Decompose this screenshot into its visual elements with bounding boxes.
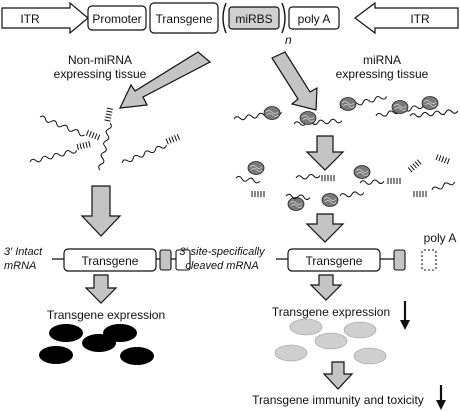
right-diagonal-arrow <box>271 51 318 111</box>
intact-mrna-cluster <box>29 107 180 171</box>
promoter-label: Promoter <box>92 12 141 26</box>
left-mrna-label-2: mRNA <box>4 260 36 272</box>
right-mirbs-site <box>393 249 406 271</box>
itr-right-arrow <box>354 1 459 35</box>
promoter-box <box>87 5 147 31</box>
right-polya-cleaved <box>421 249 437 271</box>
mirbs-label: miRBS <box>235 12 272 26</box>
right-down-arrow-1 <box>305 135 345 171</box>
left-mrna-label-1: 3′ Intact <box>4 246 43 258</box>
right-mrna-transgene-label: Transgene <box>306 254 363 268</box>
transgene-label: Transgene <box>156 12 213 26</box>
polya-label: poly A <box>298 12 331 26</box>
vector-construct: ITR Promoter Transgene miRBS n poly A IT… <box>1 1 459 47</box>
itr-left-arrow <box>1 1 89 35</box>
left-mrna-transgene-box <box>63 248 157 272</box>
right-mrna-transgene-box <box>287 248 381 272</box>
right-down-arrow-4 <box>322 361 354 390</box>
left-polya-site <box>175 249 191 271</box>
bracket-left <box>222 2 227 34</box>
decrease-arrow-expression <box>400 301 410 330</box>
left-outcome-label: Transgene expression <box>47 308 165 322</box>
left-down-arrow-1 <box>80 185 122 237</box>
cleaved-fragments <box>235 153 456 211</box>
left-mrna-transgene-label: Transgene <box>82 254 139 268</box>
bracket-right <box>281 2 286 34</box>
itr-left-label: ITR <box>20 12 40 26</box>
left-tissue-label-2: expressing tissue <box>54 67 147 81</box>
right-mrna-label-1: 3′ site-specifically <box>179 246 266 258</box>
right-outcome2-label: Transgene immunity and toxicity <box>252 393 424 407</box>
low-protein-expression <box>274 318 387 365</box>
left-tissue-label-1: Non-miRNA <box>68 53 132 67</box>
right-outcome-label: Transgene expression <box>272 305 390 319</box>
risc-mrna-cluster <box>233 93 459 127</box>
polya-box <box>288 6 340 30</box>
right-down-arrow-3 <box>309 274 343 301</box>
right-tissue-label-1: miRNA <box>363 53 401 67</box>
transgene-box <box>149 2 219 34</box>
right-polya-label: poly A <box>424 231 457 245</box>
right-mrna-label-2: cleaved mRNA <box>185 260 258 272</box>
left-diagonal-arrow <box>118 51 212 109</box>
left-mirbs-site <box>159 249 172 271</box>
decrease-arrow-toxicity <box>436 385 446 410</box>
high-protein-expression <box>39 324 154 365</box>
repeat-n-label: n <box>285 33 292 47</box>
left-down-arrow-2 <box>84 274 118 304</box>
mirbs-box <box>228 6 280 30</box>
right-tissue-label-2: expressing tissue <box>336 67 429 81</box>
right-down-arrow-2 <box>305 213 345 243</box>
itr-right-label: ITR <box>410 12 430 26</box>
